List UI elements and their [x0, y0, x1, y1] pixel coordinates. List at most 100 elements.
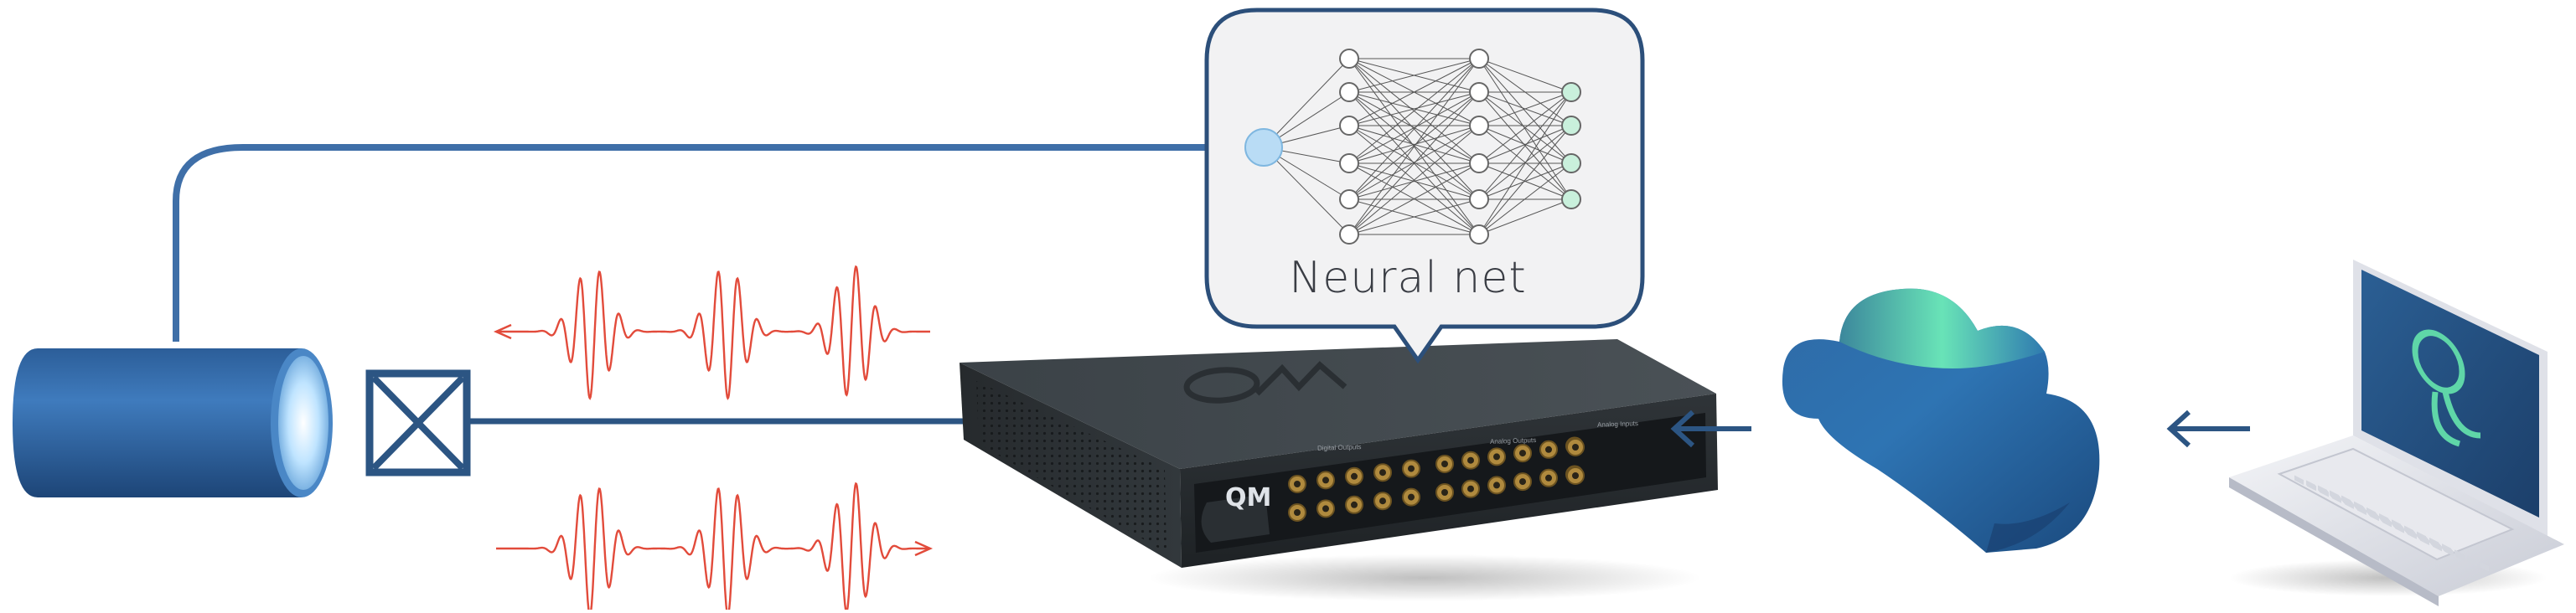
- neural-edge: [1478, 162, 1572, 200]
- keyboard-key: [2341, 495, 2351, 506]
- connector-pin: [1545, 446, 1552, 453]
- cloud-to-controller-arrow-icon: [1670, 410, 1751, 448]
- neural-edge: [1348, 125, 1480, 200]
- neural-node: [1561, 116, 1581, 136]
- controller-top-logo-icon: [1183, 361, 1347, 404]
- keyboard-key: [2442, 543, 2451, 554]
- connector-pin: [1322, 476, 1329, 484]
- connector-pin: [1408, 493, 1415, 501]
- readout-arrow-left-icon: [493, 323, 512, 340]
- analog-outputs-label: Analog Outputs: [1489, 436, 1537, 446]
- keyboard-key: [2467, 555, 2476, 566]
- neural-edge: [1348, 58, 1480, 235]
- connector-pin: [1545, 474, 1552, 482]
- neural-edge: [1478, 162, 1572, 235]
- connector-pin: [1441, 489, 1448, 496]
- neural-edge: [1348, 125, 1480, 235]
- neural-edge: [1478, 91, 1572, 164]
- keyboard-key: [2367, 507, 2376, 518]
- neural-node: [1469, 116, 1489, 136]
- neural-node: [1339, 82, 1359, 102]
- neural-node: [1339, 49, 1359, 69]
- waveform-trace: [496, 482, 930, 613]
- cloud-icon: [1782, 288, 2100, 553]
- neural-edge: [1348, 58, 1480, 93]
- keyboard-key: [2480, 561, 2489, 572]
- neural-node: [1561, 189, 1581, 209]
- connector-pin: [1322, 505, 1329, 513]
- keyboard-key: [2404, 525, 2413, 536]
- neural-edge: [1478, 125, 1572, 164]
- neural-net-callout: [1204, 8, 1645, 364]
- connector-pin: [1519, 478, 1526, 486]
- connector-pin: [1294, 509, 1301, 516]
- neural-edge: [1478, 91, 1572, 126]
- connector-pin: [1493, 453, 1500, 461]
- neural-node: [1561, 153, 1581, 173]
- neural-edge: [1348, 91, 1480, 164]
- connector-pin: [1572, 444, 1579, 451]
- connector-pin: [1441, 461, 1448, 467]
- keyboard-key: [2330, 490, 2339, 501]
- connector-pin: [1351, 501, 1358, 508]
- neural-node: [1469, 189, 1489, 209]
- waveform-trace: [496, 265, 930, 400]
- neural-edge: [1478, 198, 1572, 235]
- laptop-icon: [2229, 260, 2564, 606]
- neural-edge: [1348, 91, 1480, 200]
- feedback-wire: [173, 144, 1264, 342]
- keyboard-key: [2392, 519, 2401, 529]
- neural-edge: [1478, 125, 1572, 200]
- neural-node: [1339, 224, 1359, 245]
- neural-edge: [1348, 198, 1480, 235]
- drive-signal-waveform: [496, 482, 930, 613]
- connector-pin: [1379, 497, 1386, 505]
- neural-node: [1244, 128, 1283, 167]
- neural-edge: [1478, 91, 1572, 200]
- connector-pin: [1294, 481, 1301, 487]
- neural-node: [1469, 82, 1489, 102]
- neural-net-nodes: [1244, 49, 1581, 245]
- connector-pin: [1351, 472, 1358, 480]
- keyboard-key: [2294, 475, 2304, 486]
- neural-edge: [1478, 58, 1572, 200]
- connector-pin: [1572, 472, 1579, 479]
- keyboard-key: [2429, 537, 2439, 548]
- analog-inputs-label: Analog Inputs: [1596, 420, 1639, 429]
- connector-pin: [1519, 450, 1526, 457]
- connector-pin: [1467, 485, 1474, 492]
- connector-pin: [1379, 469, 1386, 476]
- neural-edge: [1348, 162, 1480, 200]
- neural-edge: [1478, 125, 1572, 235]
- neural-node: [1561, 82, 1581, 102]
- quantum-device-icon: [13, 348, 333, 497]
- neural-node: [1339, 189, 1359, 209]
- neural-edge: [1348, 125, 1480, 164]
- neural-edge: [1348, 58, 1480, 126]
- neural-edge: [1263, 147, 1350, 235]
- keyboard-key: [2306, 480, 2315, 491]
- mixer-icon: [365, 369, 471, 476]
- neural-edge: [1478, 91, 1572, 235]
- keyboard-key: [2417, 531, 2426, 542]
- neural-edge: [1348, 91, 1480, 126]
- neural-edge: [1348, 58, 1480, 200]
- laptop-to-cloud-arrow-icon: [2166, 410, 2250, 448]
- neural-node: [1339, 153, 1359, 173]
- quantum-machines-logo-icon: [2412, 329, 2481, 447]
- neural-edge: [1478, 58, 1572, 93]
- keyboard-key: [2454, 549, 2464, 559]
- neural-net-label: Neural net: [1289, 253, 1527, 303]
- controller-ports: [1288, 436, 1585, 522]
- keyboard-key: [2318, 485, 2327, 496]
- neural-node: [1469, 224, 1489, 245]
- drive-arrow-right-icon: [914, 540, 934, 557]
- neural-edge: [1348, 58, 1480, 164]
- neural-edge: [1478, 58, 1572, 164]
- readout-signal-waveform: [496, 265, 930, 400]
- connector-pin: [1408, 465, 1415, 472]
- neural-node: [1469, 153, 1489, 173]
- digital-outputs-label: Digital Outputs: [1316, 443, 1362, 452]
